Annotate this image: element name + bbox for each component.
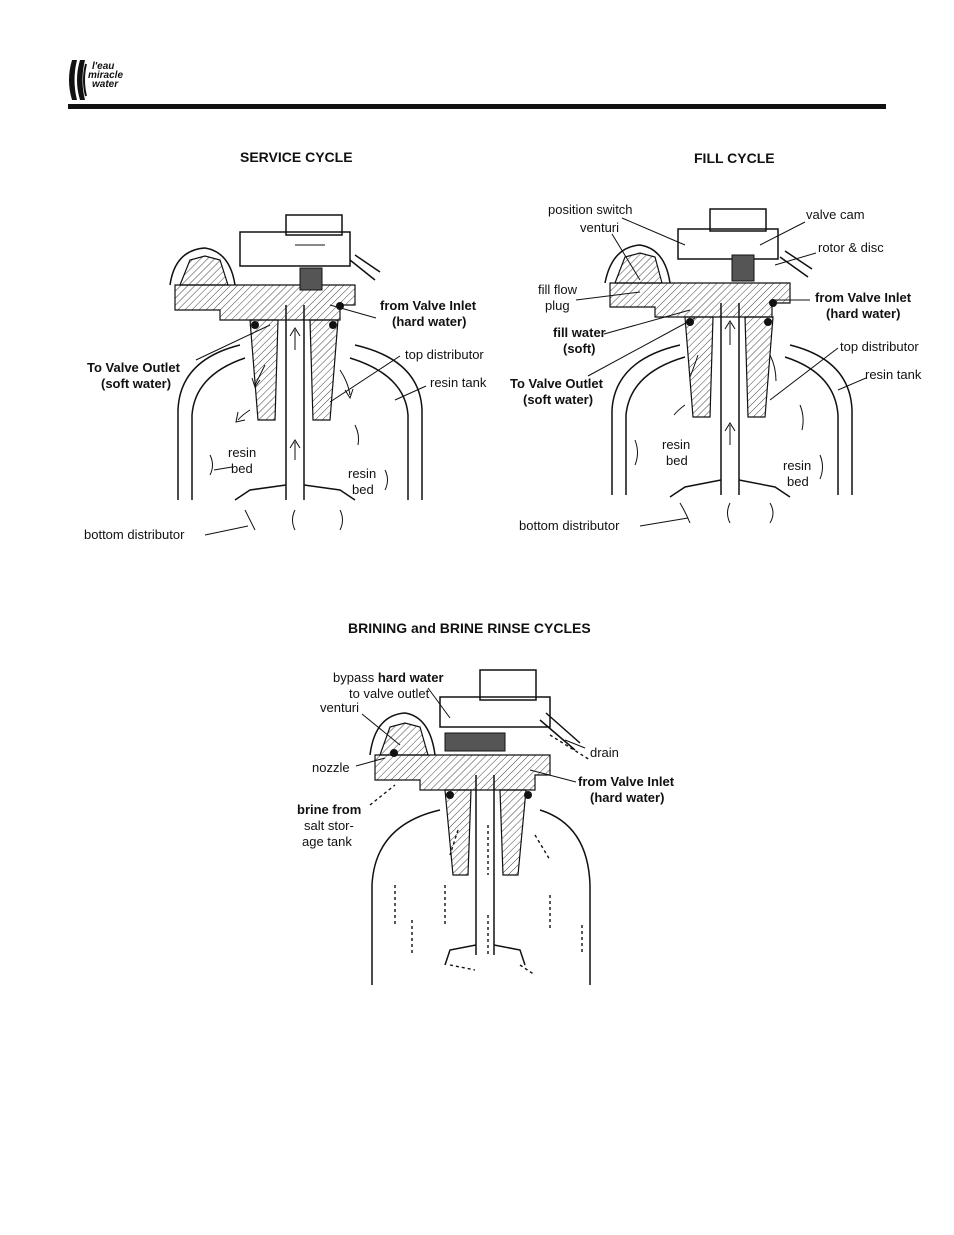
brining-bypass: bypass hard water [333, 670, 444, 686]
fill-resin-tank: resin tank [865, 367, 922, 382]
fill-rotor-disc: rotor & disc [818, 240, 884, 255]
logo-text-3: water [92, 79, 119, 90]
fill-fill-water: fill water [553, 325, 606, 340]
fill-valve-cam: valve cam [806, 207, 865, 222]
fill-hard-water: (hard water) [826, 306, 901, 321]
brining-hard-water: (hard water) [590, 790, 665, 805]
service-cycle-diagram [169, 214, 423, 531]
service-from-inlet: from Valve Inlet [380, 298, 477, 313]
service-to-outlet: To Valve Outlet [87, 360, 180, 375]
service-resin-bed-right-1: resin [348, 466, 377, 481]
logo-mark-icon [69, 60, 87, 100]
brining-cycle-title: BRINING and BRINE RINSE CYCLES [348, 620, 591, 636]
brining-brine-2: salt stor- [304, 818, 354, 833]
service-bottom-distributor: bottom distributor [84, 527, 185, 542]
fill-soft: (soft) [563, 341, 596, 356]
header-rule [68, 104, 886, 109]
fill-cycle-diagram [604, 208, 853, 524]
fill-resin-bed-right-2: bed [787, 474, 809, 489]
service-cycle-title: SERVICE CYCLE [240, 149, 353, 165]
brining-bypass-bold: hard water [377, 670, 444, 685]
brining-bypass-normal: bypass [333, 670, 378, 685]
fill-venturi: venturi [580, 220, 620, 235]
logo-text-2: miracle [88, 70, 124, 81]
fill-cycle-title: FILL CYCLE [694, 150, 775, 166]
brining-to-valve-outlet: to valve outlet [349, 686, 430, 701]
fill-soft-water: (soft water) [523, 392, 594, 407]
brining-brine-3: age tank [302, 834, 352, 849]
service-resin-bed-left-1: resin [228, 445, 257, 460]
fill-resin-bed-right-1: resin [783, 458, 812, 473]
service-resin-bed-right-2: bed [352, 482, 374, 497]
brining-from-inlet: from Valve Inlet [578, 774, 675, 789]
service-resin-bed-left-2: bed [231, 461, 253, 476]
fill-flow-plug-2: plug [545, 298, 570, 313]
fill-resin-bed-left-2: bed [666, 453, 688, 468]
brining-cycle-diagram [369, 669, 591, 985]
service-top-distributor: top distributor [405, 347, 484, 362]
service-hard-water: (hard water) [392, 314, 467, 329]
fill-from-inlet: from Valve Inlet [815, 290, 912, 305]
brining-drain: drain [590, 745, 619, 760]
fill-bottom-distributor: bottom distributor [519, 518, 620, 533]
service-resin-tank: resin tank [430, 375, 487, 390]
logo-text-1: l'eau [92, 61, 115, 72]
fill-top-distributor: top distributor [840, 339, 919, 354]
fill-position-switch: position switch [548, 202, 633, 217]
fill-to-outlet: To Valve Outlet [510, 376, 603, 391]
fill-flow-plug-1: fill flow [538, 282, 578, 297]
brining-brine-1: brine from [297, 802, 362, 817]
service-soft-water: (soft water) [101, 376, 172, 391]
brining-venturi: venturi [320, 700, 360, 715]
fill-resin-bed-left-1: resin [662, 437, 691, 452]
logo: l'eau miracle water [66, 56, 156, 104]
brining-nozzle: nozzle [312, 760, 350, 775]
